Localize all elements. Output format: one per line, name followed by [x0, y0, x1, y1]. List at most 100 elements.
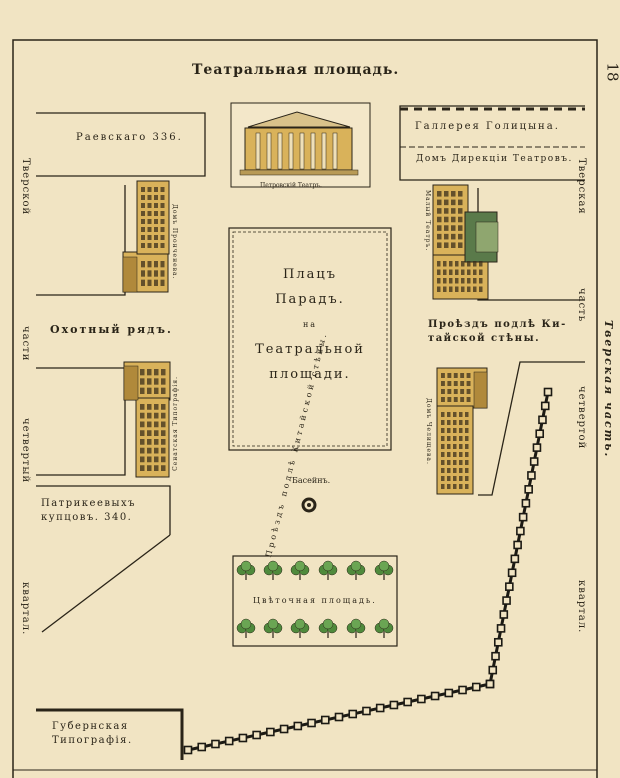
- label-maly-theatre: Малый Театръ.: [424, 190, 431, 252]
- wall-tower: [535, 429, 545, 439]
- wall-tower: [496, 624, 506, 633]
- page-number: 18: [603, 62, 620, 82]
- label-raevskago: Раевскаго 336.: [76, 132, 183, 143]
- tree-icon: [374, 560, 394, 580]
- senatskaya-typography-building: [123, 361, 171, 478]
- parade-ground-label: Плацъ Парадъ. на Театральной площади.: [255, 267, 365, 382]
- dom-chelishcheva-building: [436, 367, 488, 495]
- right-edge-label: Тверская часть.: [602, 320, 615, 459]
- map-title: Театральная площадь.: [192, 62, 400, 78]
- wall-tower: [516, 526, 525, 536]
- wall-tower: [389, 700, 399, 710]
- wall-tower: [510, 554, 520, 564]
- block-gubernskaya: [36, 708, 184, 760]
- label-directorate: Домъ Дирекціи Театровъ.: [416, 154, 573, 164]
- tree-icon: [290, 560, 310, 580]
- wall-tower: [430, 691, 440, 701]
- block-okhotny-top: [36, 185, 126, 296]
- label-basin: Басейнъ.: [292, 476, 331, 485]
- wall-tower: [279, 724, 289, 734]
- right-margin-tverskaya: Тверская: [576, 158, 587, 215]
- wall-tower: [540, 401, 550, 411]
- label-theatre-caption: Петровскій Театръ.: [260, 182, 322, 189]
- basin-icon: [301, 497, 317, 513]
- wall-tower: [417, 694, 426, 704]
- tree-icon: [236, 560, 256, 580]
- wall-towers: [183, 387, 553, 755]
- wall-tower: [444, 688, 454, 698]
- flower-square-border: [232, 555, 398, 647]
- wall-tower: [348, 709, 358, 719]
- block-okhotny-bottom: [36, 367, 126, 476]
- wall-tower: [320, 715, 330, 725]
- wall-tower: [266, 727, 275, 737]
- wall-tower: [513, 540, 522, 550]
- wall-tower: [293, 721, 303, 731]
- right-margin-chast: часть: [576, 288, 587, 323]
- wall-tower: [471, 682, 481, 692]
- label-gallery: Галлерея Голицына.: [415, 121, 560, 132]
- wall-tower: [499, 610, 509, 619]
- petrovsky-theatre-building: [230, 102, 371, 188]
- label-patrikeev: Патрикеевыхъ купцовъ. 340.: [41, 498, 136, 523]
- wall-tower: [224, 736, 234, 746]
- left-margin-tverskoy: Тверской: [20, 158, 31, 216]
- wall-tower: [527, 471, 536, 480]
- tree-icon: [263, 560, 283, 580]
- parade-ground-outer: [228, 227, 392, 451]
- tree-icon: [290, 618, 310, 638]
- left-margin-kvartal: квартал.: [20, 582, 31, 636]
- right-margin-kvartal: квартал.: [576, 580, 587, 634]
- maly-theatre-building: [432, 184, 499, 300]
- label-gubernskaya: Губернская Типографія.: [52, 721, 133, 746]
- wall-tower: [375, 703, 385, 713]
- parade-ground-inner: [232, 231, 388, 447]
- flower-square-trees: [236, 560, 394, 638]
- tree-icon: [236, 618, 256, 638]
- wall-tower: [518, 512, 528, 522]
- label-proezd: Проѣздъ подлѣ Ки- тайской стѣны.: [428, 319, 567, 344]
- wall-tower: [505, 582, 514, 591]
- wall-tower: [502, 596, 511, 605]
- label-okhotny: Охотный рядъ.: [50, 323, 173, 336]
- wall-tower: [307, 718, 316, 728]
- wall-tower: [507, 568, 517, 578]
- patrikeev-diagonal: [41, 534, 171, 633]
- block-gallery: [399, 105, 585, 181]
- wall-tower: [238, 733, 248, 743]
- label-flower-square: Цвѣточная площадь.: [253, 596, 377, 605]
- dom-pronchishcheva-building: [122, 180, 170, 293]
- block-patrikeev: [36, 485, 171, 535]
- tree-icon: [318, 618, 338, 638]
- wall-tower: [403, 697, 412, 707]
- wall-tower: [458, 685, 467, 695]
- right-margin-chetvertoy: четвертой: [576, 386, 587, 450]
- block-chelishchev: [478, 361, 585, 496]
- wall-tower: [362, 706, 371, 716]
- tree-icon: [374, 618, 394, 638]
- wall-tower: [538, 415, 547, 425]
- wall-tower: [183, 745, 193, 755]
- wall-tower: [334, 712, 344, 722]
- left-margin-chetvertiy: четвертый: [20, 418, 31, 484]
- label-chelishchev: Домъ Челищева.: [425, 398, 432, 465]
- wall-tower: [493, 637, 503, 647]
- wall-tower: [488, 665, 498, 675]
- wall-tower: [485, 679, 495, 689]
- wall-tower: [197, 742, 207, 752]
- label-dom-pronchishcheva: Домъ Пронченева.: [171, 204, 178, 280]
- wall-tower: [521, 498, 531, 508]
- wall-tower: [211, 739, 220, 749]
- wall-tower: [543, 387, 553, 397]
- tree-icon: [346, 560, 366, 580]
- left-margin-chasti: части: [20, 326, 31, 362]
- tree-icon: [263, 618, 283, 638]
- wall-tower: [252, 730, 261, 740]
- wall-tower: [491, 651, 500, 661]
- wall-tower: [524, 485, 533, 494]
- wall-tower: [532, 443, 542, 452]
- label-senatskaya: Сенатская Типографія.: [172, 376, 179, 471]
- block-raevskago: [36, 112, 206, 177]
